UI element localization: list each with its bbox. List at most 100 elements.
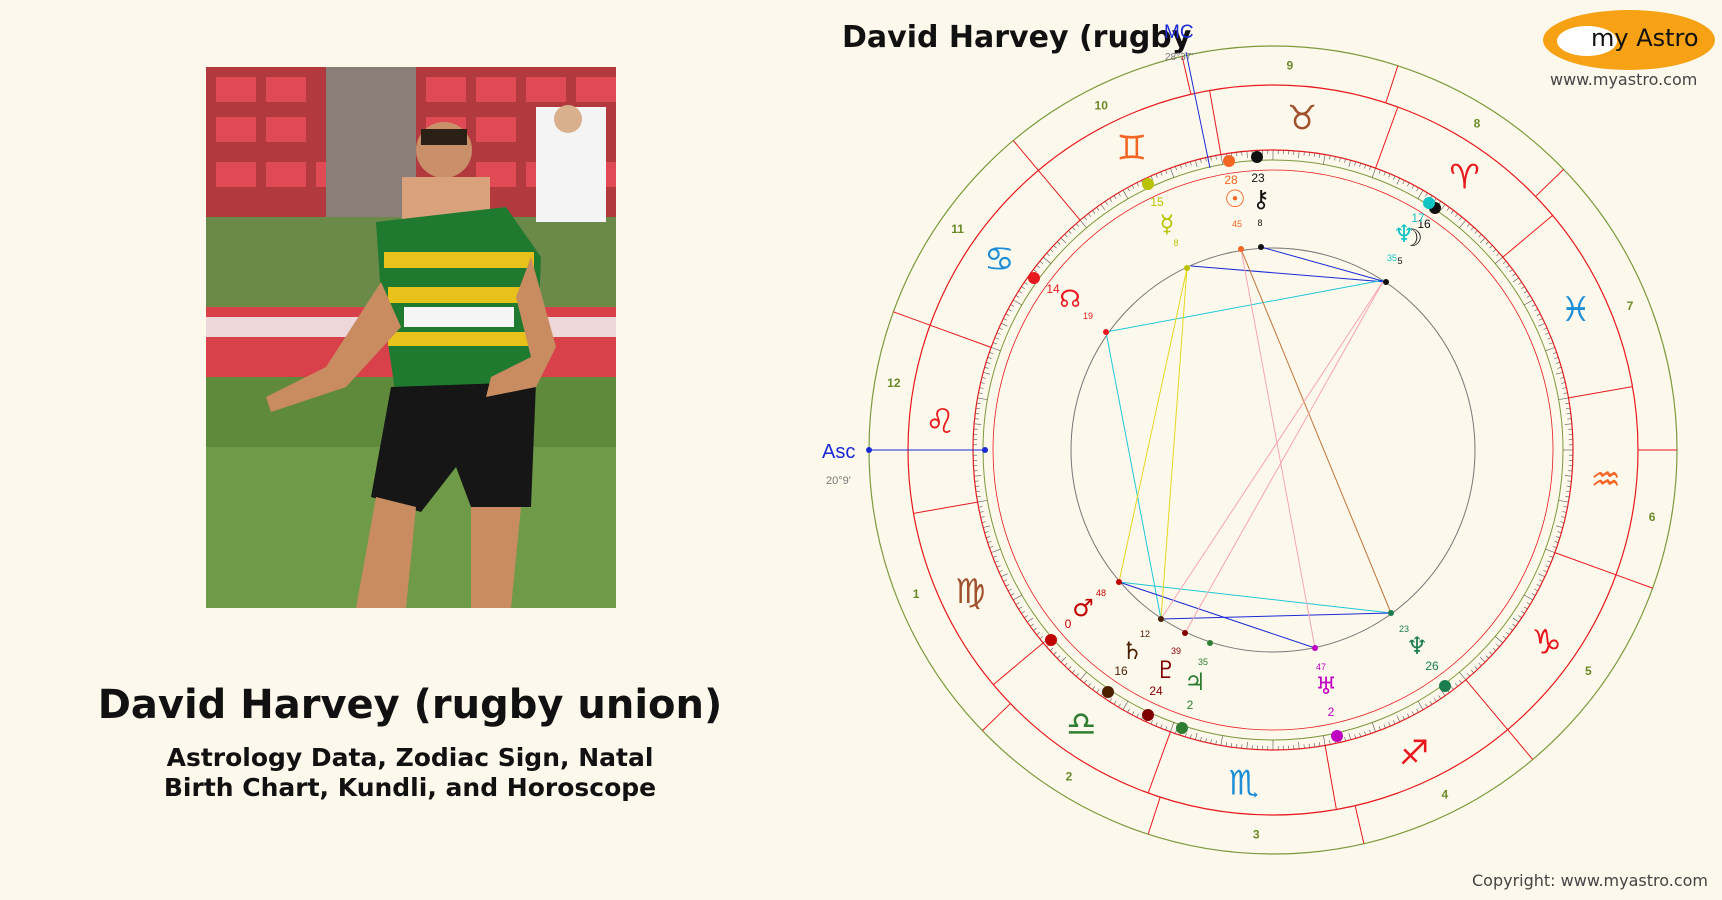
degree-tick	[1561, 382, 1566, 384]
degree-tick	[1555, 525, 1563, 528]
degree-tick	[996, 565, 1001, 568]
degree-tick	[1007, 588, 1012, 592]
degree-tick	[1552, 546, 1557, 548]
degree-tick	[1210, 739, 1212, 744]
pluto-icon[interactable]: ♇	[1155, 656, 1177, 684]
site-url-link[interactable]: www.myastro.com	[1550, 70, 1698, 89]
degree-tick	[1049, 249, 1054, 253]
degree-tick	[1369, 166, 1371, 171]
planet-dot	[1251, 151, 1263, 163]
degree-tick	[1000, 573, 1008, 578]
degree-tick	[1393, 175, 1396, 180]
degree-tick	[1354, 161, 1356, 166]
degree-tick	[1113, 195, 1117, 200]
degree-tick	[1200, 737, 1202, 742]
planet-degree: 14	[1046, 282, 1060, 296]
degree-tick	[984, 367, 989, 369]
degree-tick	[1339, 157, 1341, 162]
aspect-line	[1240, 248, 1392, 614]
degree-tick	[1225, 742, 1227, 747]
logo-inner-oval	[1557, 26, 1617, 56]
pluto-orb-cyan-icon[interactable]: ♆	[1393, 220, 1415, 248]
aspect-line	[1190, 265, 1387, 283]
degree-tick	[1545, 347, 1556, 352]
degree-tick	[1053, 651, 1057, 655]
degree-tick	[1003, 318, 1008, 321]
degree-tick	[1543, 327, 1548, 330]
degree-tick	[976, 402, 981, 404]
aspect-line	[1105, 279, 1385, 333]
degree-tick	[977, 500, 988, 503]
planet-dot	[1142, 178, 1154, 190]
saturn-icon[interactable]: ♄	[1121, 637, 1143, 665]
planet-dot	[1176, 722, 1188, 734]
degree-tick	[1558, 397, 1569, 400]
house-number: 9	[1286, 58, 1293, 72]
planet-degree: 26	[1425, 659, 1439, 673]
degree-tick	[975, 490, 980, 493]
degree-tick	[1489, 651, 1493, 655]
degree-tick	[1329, 155, 1331, 160]
house-cusp	[982, 703, 1011, 732]
degree-tick	[1538, 573, 1546, 578]
zodiac-signs: ♌♍♎♏♐♑♒♓♈♉♊♋	[925, 98, 1621, 803]
myastro-logo[interactable]: my Astro	[1543, 10, 1715, 70]
degree-tick	[1298, 151, 1300, 159]
jupiter-icon[interactable]: ♃	[1184, 668, 1206, 696]
sign-divider	[1375, 106, 1399, 169]
degree-tick	[1416, 708, 1419, 713]
degree-tick	[1496, 643, 1500, 648]
degree-tick	[1411, 711, 1415, 716]
degree-tick	[1056, 655, 1061, 659]
copyright-text: Copyright: www.myastro.com	[1472, 871, 1708, 890]
degree-tick	[1160, 171, 1163, 176]
planet-minute: 12	[1140, 629, 1150, 639]
degree-tick	[1170, 722, 1175, 733]
degree-tick	[1521, 286, 1525, 290]
degree-tick	[1359, 732, 1361, 737]
subtitle-line-1: Astrology Data, Zodiac Sign, Natal	[166, 743, 654, 772]
zodiac-outer-ring	[907, 84, 1639, 816]
degree-tick	[1371, 722, 1376, 733]
degree-tick	[1512, 617, 1519, 623]
aquarius-icon: ♒	[1590, 460, 1620, 500]
degree-tick	[1555, 362, 1560, 364]
mercury-icon[interactable]: ☿	[1160, 210, 1175, 238]
house-number: 4	[1441, 788, 1448, 802]
degree-ticks	[973, 150, 1573, 750]
degree-tick	[1438, 695, 1442, 699]
moon-icon[interactable]: ☽	[1401, 224, 1423, 252]
degree-tick	[1027, 617, 1034, 623]
north-node-icon[interactable]: ☊	[1059, 285, 1080, 313]
degree-tick	[1010, 304, 1015, 307]
aspect-point	[1258, 244, 1264, 250]
degree-tick	[974, 475, 982, 477]
degree-tick	[1492, 249, 1497, 253]
degree-tick	[1396, 715, 1401, 723]
house-cusp	[1615, 574, 1653, 589]
aspect-line	[1118, 267, 1188, 583]
sun-icon[interactable]: ☉	[1224, 185, 1246, 213]
degree-tick	[1170, 167, 1175, 178]
degree-tick	[1555, 372, 1563, 375]
degree-tick	[1100, 204, 1106, 211]
neptune-icon[interactable]: ♆	[1406, 632, 1428, 660]
degree-tick	[1496, 252, 1500, 257]
degree-tick	[1466, 673, 1471, 677]
house-number: 1	[913, 587, 920, 601]
degree-tick	[1220, 154, 1223, 165]
mars-icon[interactable]: ♂	[1072, 594, 1094, 622]
planet-dot	[1142, 709, 1154, 721]
chiron-icon[interactable]: ⚷	[1252, 185, 1270, 213]
logo-text: my Astro	[1591, 24, 1699, 52]
degree-tick	[1013, 299, 1023, 306]
degree-tick	[1466, 223, 1471, 227]
planet-minute: 35	[1387, 253, 1397, 263]
uranus-icon[interactable]: ♅	[1315, 672, 1337, 700]
degree-tick	[1150, 175, 1153, 180]
degree-tick	[1565, 402, 1570, 404]
degree-tick	[975, 407, 980, 410]
house-cusp	[1507, 729, 1534, 760]
planet-degree: 17	[1411, 211, 1425, 225]
